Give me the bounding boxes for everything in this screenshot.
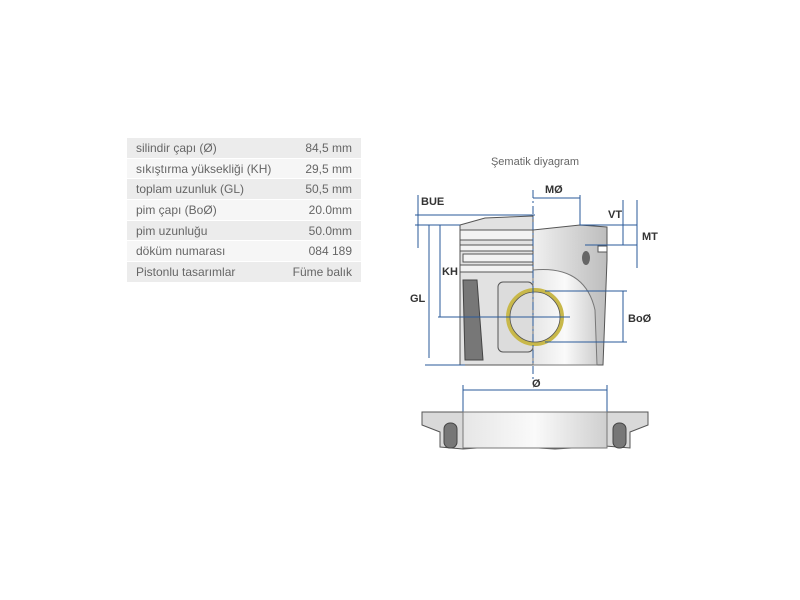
spec-value: 84,5 mm [282, 138, 361, 159]
label-gl: GL [410, 293, 426, 305]
label-vt: VT [608, 209, 622, 221]
label-boo: BoØ [628, 313, 652, 325]
piston-section-view [421, 411, 649, 450]
spec-label: sıkıştırma yüksekliği (KH) [127, 158, 283, 180]
table-row: pim çapı (BoØ)20.0mm [127, 199, 361, 221]
table-row: silindir çapı (Ø)84,5 mm [127, 138, 361, 159]
spec-label: silindir çapı (Ø) [127, 138, 283, 159]
dimension-lines [415, 195, 638, 412]
spec-label: Pistonlu tasarımlar [127, 261, 283, 283]
label-mo: MØ [545, 184, 563, 196]
piston-schematic: Şematik diyagram [410, 156, 658, 450]
spec-label: toplam uzunluk (GL) [127, 178, 283, 201]
table-row: toplam uzunluk (GL)50,5 mm [127, 178, 361, 201]
spec-value: Füme balık [282, 261, 361, 283]
label-diameter: Ø [532, 378, 541, 390]
spec-label: pim çapı (BoØ) [127, 199, 283, 221]
label-kh: KH [442, 266, 458, 278]
spec-value: 084 189 [282, 240, 361, 263]
spec-value: 20.0mm [282, 199, 361, 221]
diagram-title: Şematik diyagram [491, 156, 579, 168]
table-row: sıkıştırma yüksekliği (KH)29,5 mm [127, 158, 361, 180]
spec-table: silindir çapı (Ø)84,5 mm sıkıştırma yüks… [127, 138, 361, 283]
label-mt: MT [642, 231, 658, 243]
spec-value: 50,5 mm [282, 178, 361, 201]
label-bue: BUE [421, 196, 444, 208]
spec-label: pim uzunluğu [127, 220, 283, 242]
spec-label: döküm numarası [127, 240, 283, 263]
spec-value: 29,5 mm [282, 158, 361, 180]
piston-left-half [459, 215, 534, 366]
spec-value: 50.0mm [282, 220, 361, 242]
